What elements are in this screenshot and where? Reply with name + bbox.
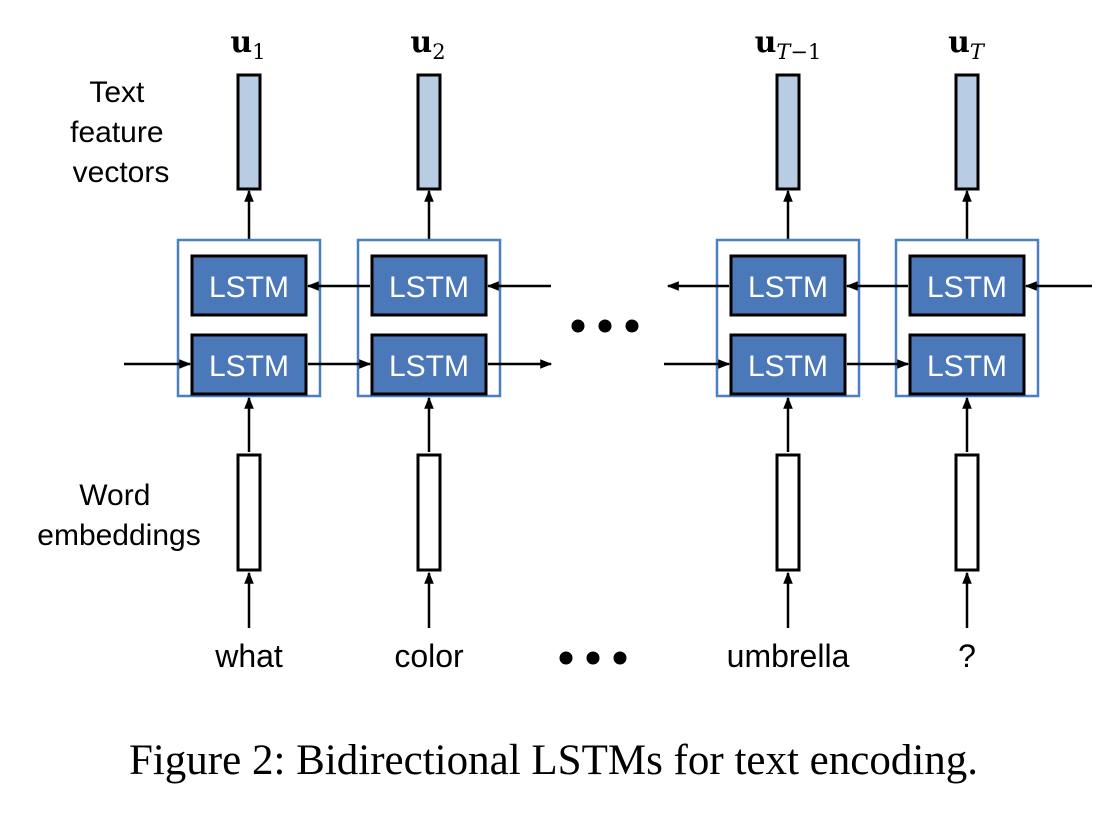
text-feature-vectors-line-3: vectors: [73, 156, 170, 189]
word-embeddings-label: Word embeddings: [37, 479, 200, 552]
word-2: color: [394, 638, 464, 674]
ellipsis-dot: [625, 319, 639, 333]
text-feature-vectors-line-2: feature: [70, 116, 163, 149]
ellipsis-dot: [613, 651, 627, 665]
word-4: ?: [958, 638, 976, 674]
lstm-forward-1: [190, 333, 308, 396]
lstm-backward-1-label: LSTM: [209, 271, 289, 304]
word-embedding-2: [416, 453, 442, 572]
word-1: what: [214, 638, 283, 674]
lstm-forward-2-label: LSTM: [389, 350, 469, 383]
u-label-t: uT: [948, 25, 986, 64]
lstm-backward-2: [370, 254, 488, 317]
lstm-forward-4: [908, 333, 1026, 396]
feature-vector-2: [416, 73, 442, 191]
ellipsis-dot: [571, 319, 585, 333]
lstm-group-3: [715, 238, 861, 398]
u-label-1: u1: [230, 25, 265, 64]
u-label-2: u2: [410, 25, 445, 64]
feature-vector-4: [954, 73, 980, 191]
lstm-group-4: [894, 238, 1040, 398]
lstm-backward-3: [729, 254, 847, 317]
word-embeddings-line-1: Word: [79, 479, 150, 512]
column-1: u1 LSTM LSTM what: [176, 25, 322, 674]
feature-vector-3: [775, 73, 801, 191]
word-3: umbrella: [727, 638, 850, 674]
ellipsis-dot: [559, 651, 573, 665]
lstm-backward-4-label: LSTM: [927, 271, 1007, 304]
ellipsis-middle: [571, 319, 639, 333]
lstm-group-2: [356, 238, 502, 398]
word-embedding-1: [236, 453, 262, 572]
feature-vector-1: [236, 73, 262, 191]
lstm-backward-3-label: LSTM: [748, 271, 828, 304]
word-embedding-4: [954, 453, 980, 572]
ellipsis-words: [559, 651, 627, 665]
ellipsis-dot: [598, 319, 612, 333]
text-feature-vectors-line-1: Text: [89, 76, 145, 109]
column-2: u2 LSTM LSTM color: [356, 25, 502, 674]
figure-caption: Figure 2: Bidirectional LSTMs for text e…: [128, 737, 979, 784]
lstm-forward-4-label: LSTM: [927, 350, 1007, 383]
column-4: uT LSTM LSTM ?: [894, 25, 1040, 674]
lstm-forward-3-label: LSTM: [748, 350, 828, 383]
u-label-t-minus-1: uT−1: [755, 25, 822, 64]
word-embedding-3: [775, 453, 801, 572]
column-3: uT−1 LSTM LSTM umbrella: [715, 25, 861, 674]
text-feature-vectors-label: Text feature vectors: [70, 76, 172, 189]
ellipsis-dot: [586, 651, 600, 665]
lstm-forward-1-label: LSTM: [209, 350, 289, 383]
lstm-forward-3: [729, 333, 847, 396]
lstm-backward-2-label: LSTM: [389, 271, 469, 304]
word-embeddings-line-2: embeddings: [37, 519, 200, 552]
lstm-backward-4: [908, 254, 1026, 317]
lstm-group-1: [176, 238, 322, 398]
lstm-forward-2: [370, 333, 488, 396]
lstm-backward-1: [190, 254, 308, 317]
